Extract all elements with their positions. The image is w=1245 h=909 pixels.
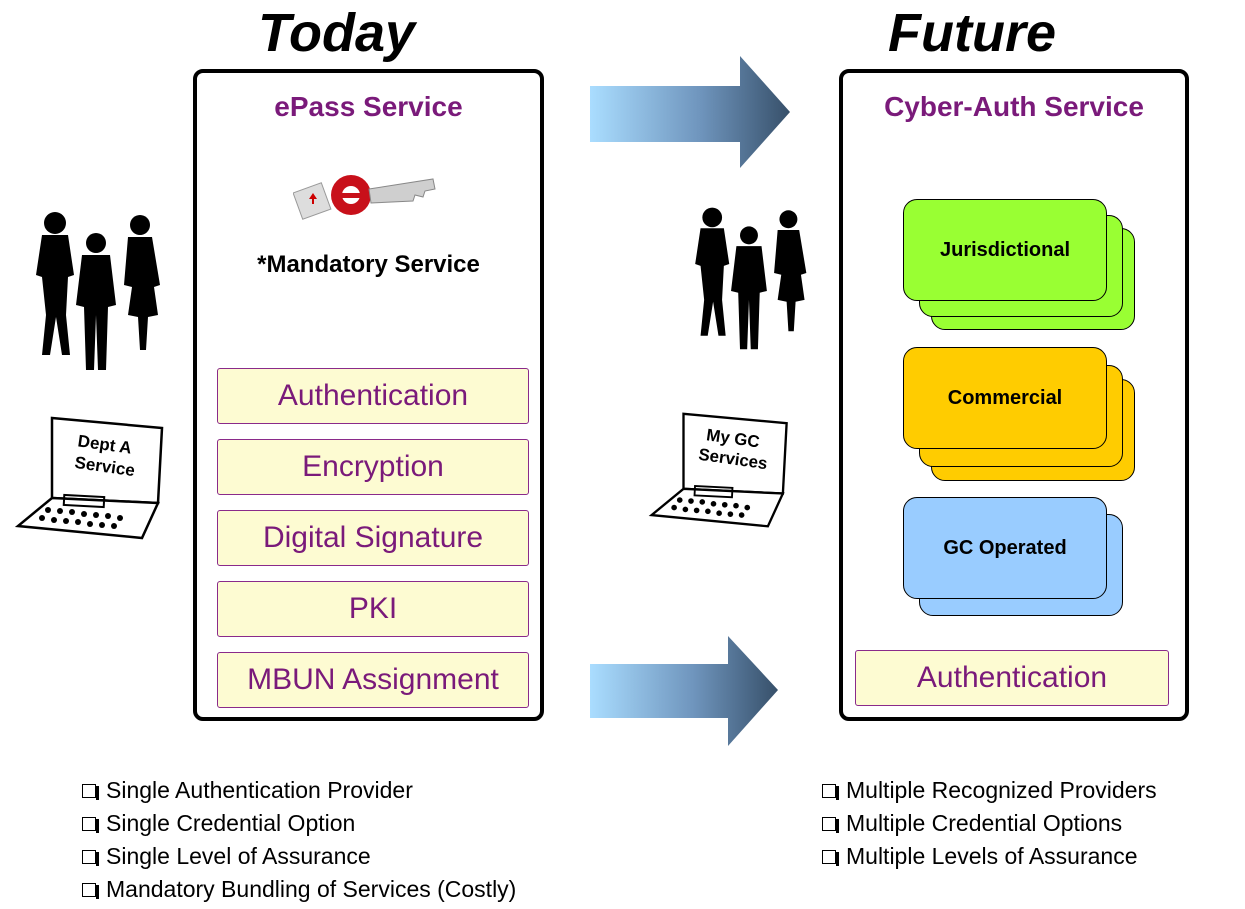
service-digital-signature: Digital Signature — [217, 510, 529, 566]
mandatory-service-note: *Mandatory Service — [257, 251, 480, 278]
laptop-icon: Dept A Service — [14, 416, 164, 540]
checkbox-icon — [82, 816, 99, 833]
checkbox-icon — [822, 849, 839, 866]
provider-label: Commercial — [947, 386, 1063, 409]
checkbox-icon — [822, 816, 839, 833]
epass-key-logo-icon — [293, 175, 436, 220]
service-encryption: Encryption — [217, 439, 529, 495]
bullet-text: Single Level of Assurance — [106, 843, 371, 869]
provider-label: GC Operated — [943, 536, 1067, 559]
checkbox-icon — [82, 783, 99, 800]
epass-service-title: ePass Service — [274, 91, 463, 122]
list-item: Multiple Levels of Assurance — [822, 840, 1157, 873]
list-item: Single Level of Assurance — [82, 840, 516, 873]
today-heading: Today — [258, 3, 416, 63]
bullet-text: Multiple Recognized Providers — [846, 777, 1157, 803]
bullet-text: Multiple Credential Options — [846, 810, 1123, 836]
today-bullet-list: Single Authentication Provider Single Cr… — [82, 774, 516, 906]
future-bullet-list: Multiple Recognized Providers Multiple C… — [822, 774, 1157, 873]
cyber-auth-service-panel: Cyber-Auth Service Jurisdictional Commer… — [839, 69, 1189, 721]
service-mbun-assignment: MBUN Assignment — [217, 652, 529, 708]
bullet-text: Single Authentication Provider — [106, 777, 413, 803]
arrow-right-icon — [590, 636, 778, 746]
list-item: Mandatory Bundling of Services (Costly) — [82, 873, 516, 906]
laptop-icon: My GC Services — [648, 412, 788, 528]
epass-service-panel: ePass Service *Mandatory Service Authent… — [193, 69, 544, 721]
list-item: Single Credential Option — [82, 807, 516, 840]
list-item: Multiple Credential Options — [822, 807, 1157, 840]
list-item: Multiple Recognized Providers — [822, 774, 1157, 807]
checkbox-icon — [82, 849, 99, 866]
provider-jurisdictional: Jurisdictional — [903, 199, 1107, 301]
provider-label: Jurisdictional — [939, 238, 1071, 261]
arrow-right-icon — [590, 56, 790, 168]
people-silhouette-icon — [36, 212, 160, 370]
checkbox-icon — [822, 783, 839, 800]
provider-gc-operated: GC Operated — [903, 497, 1107, 599]
future-heading: Future — [888, 3, 1056, 63]
service-pki: PKI — [217, 581, 529, 637]
service-authentication: Authentication — [855, 650, 1169, 706]
cyber-auth-service-title: Cyber-Auth Service — [884, 91, 1144, 122]
provider-commercial: Commercial — [903, 347, 1107, 449]
bullet-text: Single Credential Option — [106, 810, 356, 836]
service-authentication: Authentication — [217, 368, 529, 424]
checkbox-icon — [82, 882, 99, 899]
people-silhouette-icon — [695, 207, 807, 350]
bullet-text: Mandatory Bundling of Services (Costly) — [106, 876, 517, 902]
list-item: Single Authentication Provider — [82, 774, 516, 807]
bullet-text: Multiple Levels of Assurance — [846, 843, 1138, 869]
